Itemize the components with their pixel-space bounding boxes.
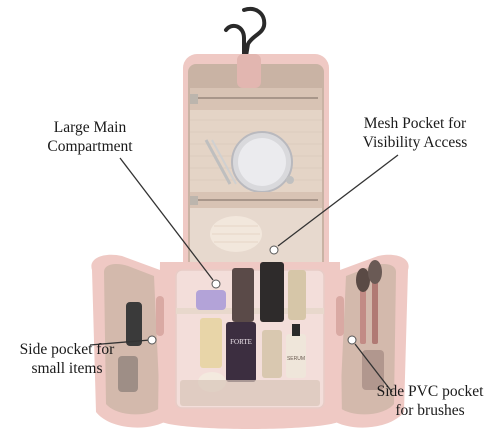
serum-bottle xyxy=(286,334,306,378)
callout-line-main xyxy=(119,157,214,281)
callout-mesh-pocket: Mesh Pocket for Visibility Access xyxy=(330,114,500,152)
callout-mesh-line1: Mesh Pocket for xyxy=(363,115,467,132)
callout-side-left-line1: Side pocket for xyxy=(19,341,115,358)
callout-side-pocket-right: Side PVC pocket for brushes xyxy=(362,382,498,420)
callout-side-right-line1: Side PVC pocket xyxy=(376,383,484,400)
callout-mesh-line2: Visibility Access xyxy=(362,134,468,151)
callout-side-left-line2: small items xyxy=(31,360,103,377)
callout-line-side-right xyxy=(354,343,393,393)
callout-side-right-line2: for brushes xyxy=(395,402,465,419)
callout-line-mesh xyxy=(277,154,399,247)
callout-main-line1: Large Main xyxy=(53,119,127,136)
callout-side-pocket-left: Side pocket for small items xyxy=(2,340,132,378)
callout-line-side-left xyxy=(89,339,151,346)
callout-main-compartment: Large Main Compartment xyxy=(20,118,160,156)
serum-bottle-label: SERUM xyxy=(287,356,305,362)
hanger-hook-icon xyxy=(224,23,246,62)
forte-bottle xyxy=(226,322,256,382)
callout-main-line2: Compartment xyxy=(47,138,133,155)
forte-bottle-label: FORTE xyxy=(230,338,252,346)
